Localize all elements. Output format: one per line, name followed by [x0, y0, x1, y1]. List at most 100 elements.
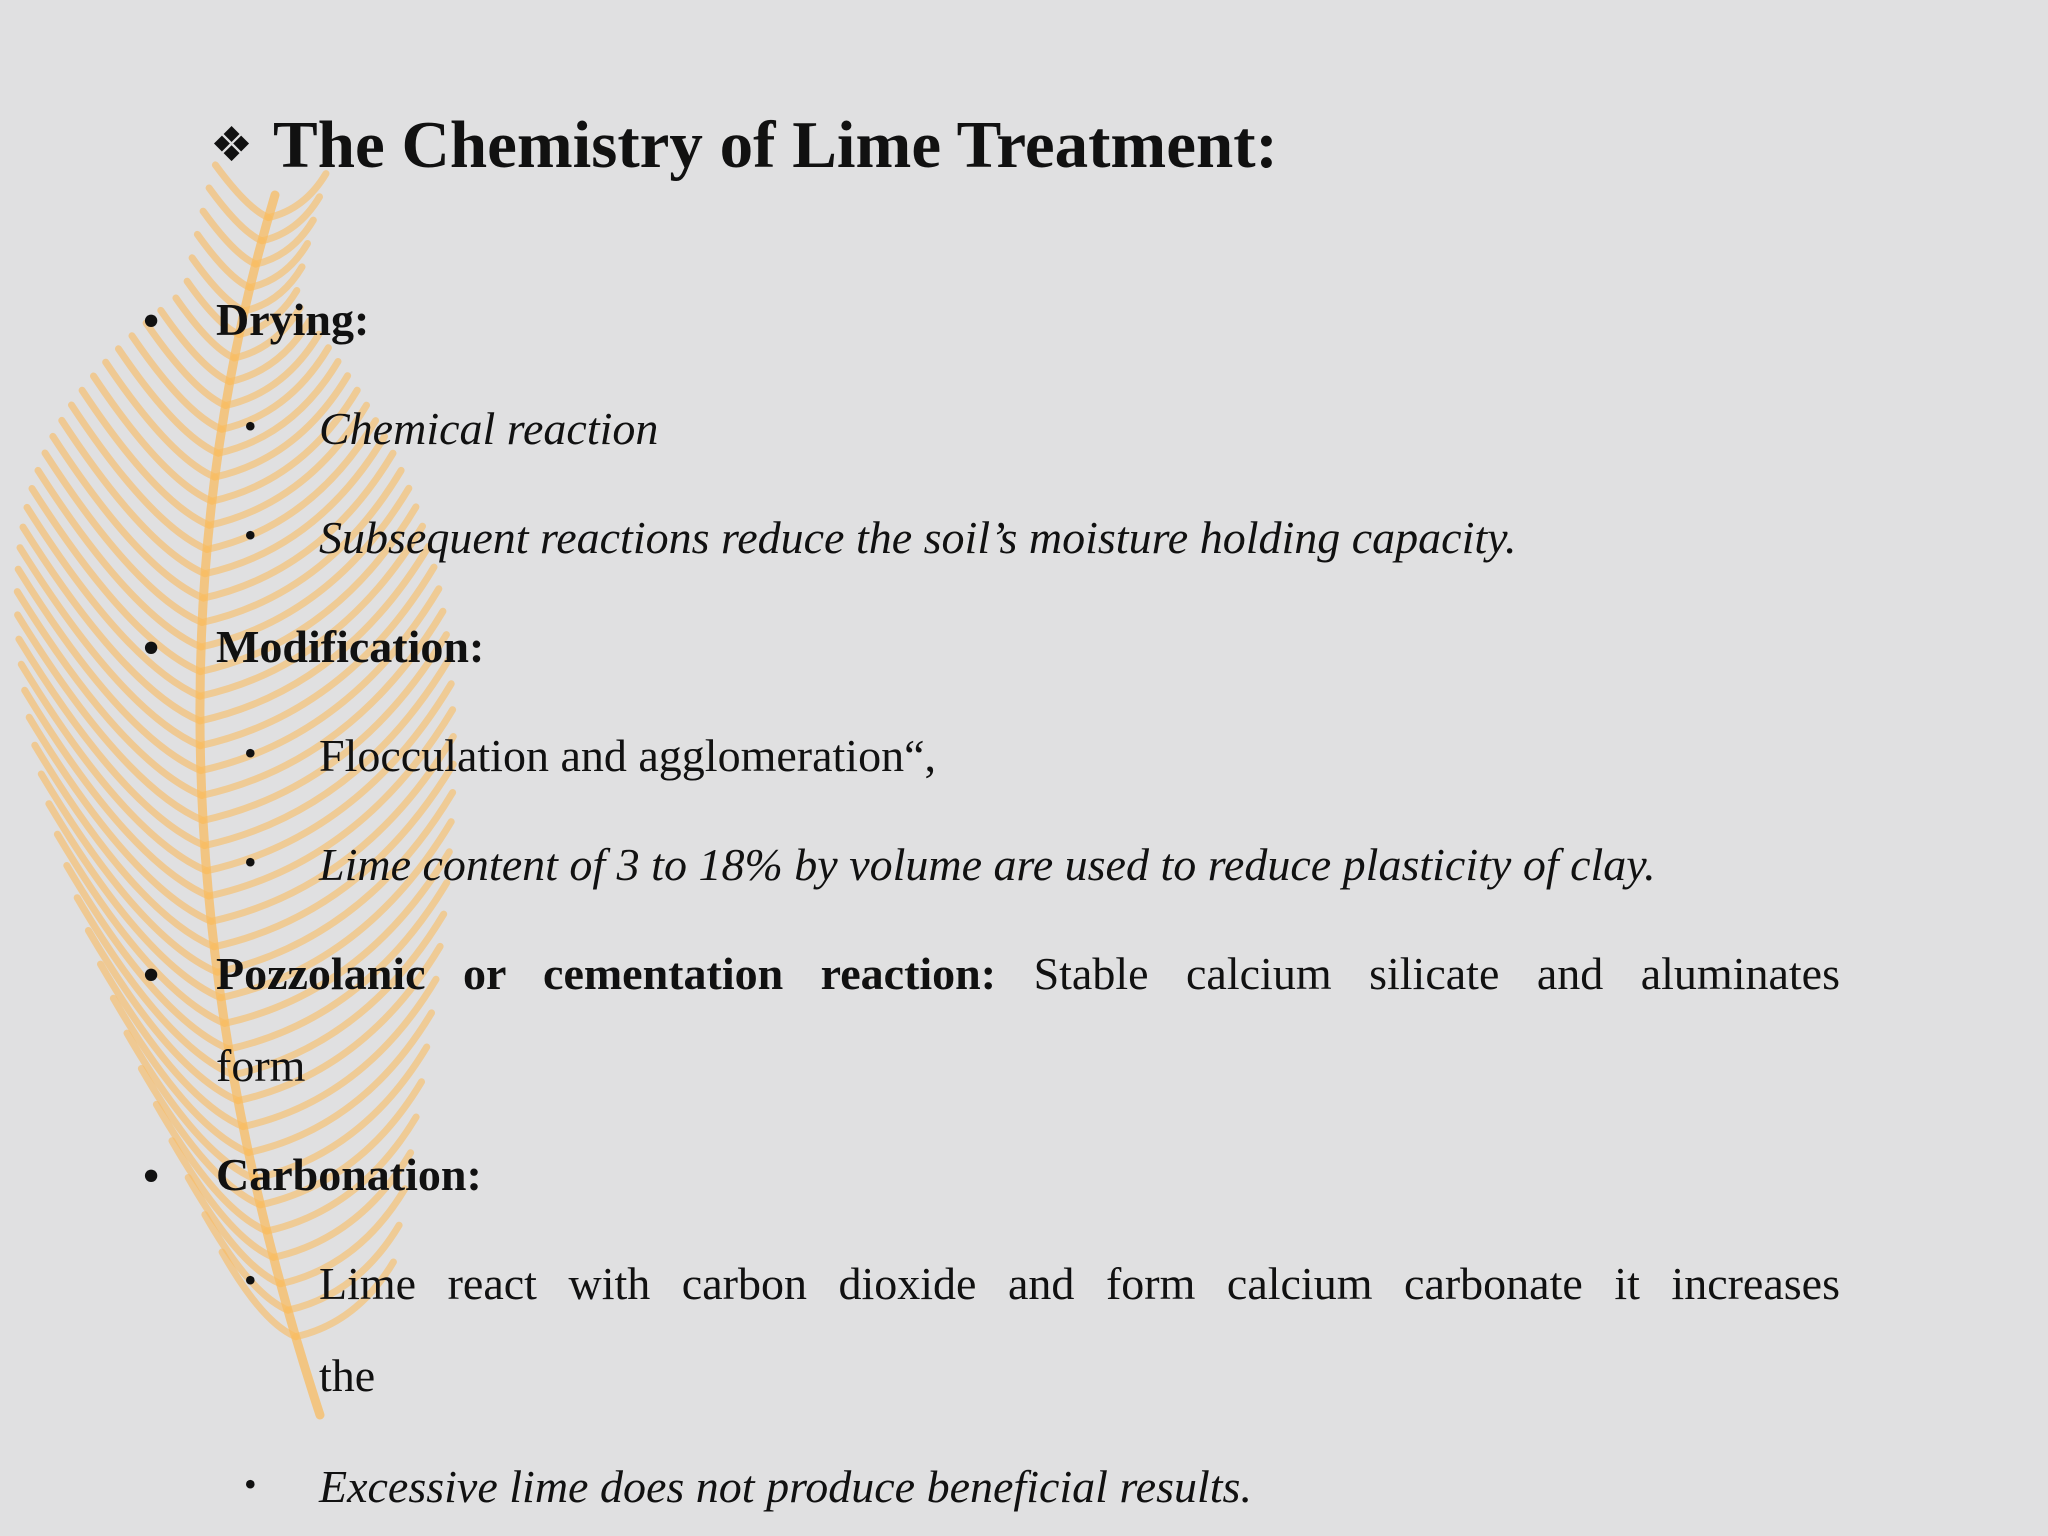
leaf-frond-left — [123, 1029, 258, 1183]
pozzolanic-line-2: form — [216, 1040, 306, 1091]
leaf-frond-right — [210, 760, 457, 951]
leaf-frond-right — [199, 631, 450, 824]
leaf-frond-left — [128, 332, 226, 433]
leaf-frond-right — [196, 522, 426, 700]
leaf-frond-left — [17, 660, 210, 875]
leaf-frond-left — [49, 432, 207, 602]
bullet-dot: • — [142, 947, 161, 1004]
leaf-frond-right — [207, 733, 457, 925]
leaf-frond-right — [239, 975, 440, 1131]
leaf-frond-right — [197, 585, 443, 775]
leaf-frond-right — [213, 789, 457, 976]
slide-title: ❖ The Chemistry of Lime Treatment: — [210, 112, 1278, 179]
leaf-frond-left — [34, 466, 205, 651]
leaf-frond-right — [199, 449, 397, 602]
pozzolanic-heading: Pozzolanic or cementation reaction: — [216, 948, 997, 999]
leaf-frond-right — [240, 263, 306, 315]
leaf-frond-left — [157, 306, 234, 386]
modification-item-1: Flocculation and agglomeration“, — [319, 730, 936, 781]
leaf-frond-left — [16, 544, 204, 750]
leaf-frond-right — [221, 848, 453, 1027]
leaf-frond-left — [78, 386, 213, 529]
leaf-frond-right — [258, 193, 323, 245]
leaf-frond-right — [196, 503, 420, 676]
leaf-frond-left — [19, 523, 204, 725]
bullet-dot: • — [142, 1148, 161, 1205]
leaf-frond-left — [115, 345, 222, 457]
leaf-frond-right — [229, 910, 448, 1079]
leaf-frond-right — [222, 330, 323, 409]
leaf-frond-left — [58, 416, 209, 578]
leaf-frond-right — [230, 304, 304, 362]
leaf-frond-right — [263, 1113, 420, 1235]
leaf-frond-right — [196, 542, 433, 725]
leaf-frond-left — [102, 358, 219, 481]
pozzolanic-line-1: Pozzolanic or cementation reaction: Stab… — [216, 951, 1840, 997]
modification-item-2: Lime content of 3 to 18% by volume are u… — [319, 839, 1656, 890]
four-diamond-icon: ❖ — [210, 117, 254, 173]
leaf-frond-left — [109, 994, 252, 1157]
leaf-frond-right — [235, 287, 301, 338]
drying-item-2: Subsequent reactions reduce the soil’s m… — [319, 512, 1517, 563]
leaf-frond-right — [226, 317, 313, 386]
leaf-frond-left — [218, 1248, 300, 1341]
leaf-fronds — [13, 161, 457, 1420]
leaf-frond-right — [196, 563, 438, 750]
leaf-frond-right — [245, 1009, 435, 1157]
leaf-frond-left — [142, 319, 230, 409]
leaf-frond-left — [14, 611, 207, 824]
drying-item-1: Chemical reaction — [319, 403, 659, 454]
leaf-frond-right — [256, 1078, 425, 1209]
carbonation-item-2: Excessive lime does not produce benefici… — [319, 1461, 1252, 1512]
sub-bullet-dot: • — [244, 733, 257, 773]
leaf-frond-right — [211, 372, 352, 481]
leaf-frond-left — [41, 449, 206, 626]
leaf-frond-right — [201, 433, 388, 578]
leaf-frond-right — [250, 1043, 431, 1183]
leaf-frond-right — [292, 1258, 397, 1341]
leaf-frond-left — [172, 294, 238, 362]
leaf-frond-right — [264, 170, 330, 222]
leaf-frond-right — [217, 818, 455, 1002]
leaf-frond-left — [15, 635, 209, 850]
leaf-frond-right — [197, 484, 413, 651]
pozzolanic-description: Stable calcium silicate and aluminates — [1033, 948, 1840, 999]
leaf-frond-left — [97, 960, 247, 1131]
leaf-frond-left — [14, 565, 205, 775]
leaf-frond-left — [168, 1137, 277, 1261]
leaf-spine — [195, 190, 325, 1420]
leaf-frond-right — [214, 358, 342, 457]
carbonation-item-1-line-2: the — [319, 1350, 376, 1401]
leaf-frond-left — [37, 770, 221, 976]
leaf-frond-left — [13, 588, 206, 799]
leaf-frond-left — [53, 830, 229, 1027]
sub-bullet-dot: • — [244, 1464, 257, 1504]
leaf-frond-right — [284, 1221, 403, 1314]
leaf-frond-right — [270, 1149, 415, 1261]
leaf-frond-left — [201, 1211, 292, 1314]
leaf-frond-right — [198, 607, 447, 799]
carbonation-heading: Carbonation: — [216, 1149, 482, 1200]
sub-bullet-dot: • — [244, 1260, 257, 1300]
sub-bullet-dot: • — [244, 406, 257, 446]
sub-bullet-dot: • — [244, 842, 257, 882]
leaf-frond-right — [203, 680, 455, 875]
leaf-frond-left — [184, 1174, 284, 1288]
bullet-dot: • — [142, 620, 161, 677]
modification-heading: Modification: — [216, 621, 485, 672]
bullet-dot: • — [142, 293, 161, 350]
leaf-frond-left — [68, 401, 211, 553]
carbonation-item-1-line-1: Lime react with carbon dioxide and form … — [319, 1258, 1840, 1309]
title-text: The Chemistry of Lime Treatment: — [273, 108, 1278, 182]
leaf-frond-right — [252, 216, 317, 268]
leaf-frond-left — [73, 894, 237, 1079]
leaf-frond-right — [234, 942, 444, 1105]
leaf-frond-right — [246, 240, 311, 291]
leaf-frond-right — [225, 879, 451, 1053]
leaf-frond-right — [218, 344, 332, 433]
leaf-frond-right — [201, 655, 453, 850]
leaf-frond-right — [208, 386, 361, 505]
drying-heading: Drying: — [216, 294, 370, 345]
